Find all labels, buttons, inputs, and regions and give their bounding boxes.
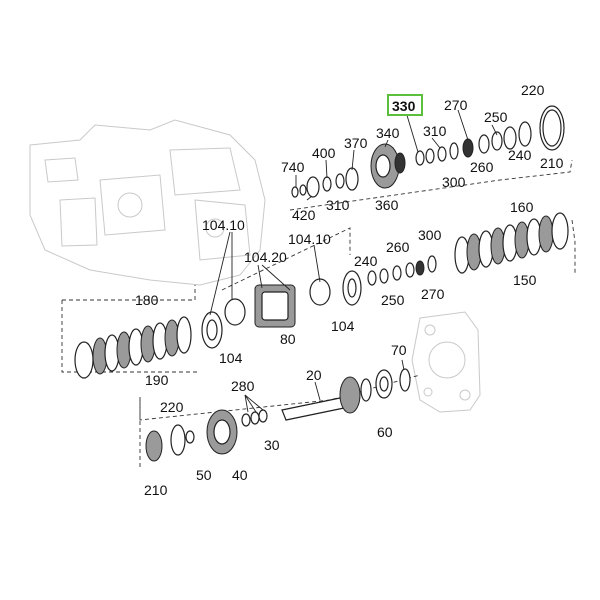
label-50[interactable]: 50: [196, 467, 212, 483]
label-190[interactable]: 190: [145, 372, 169, 388]
highlight-box: [387, 94, 423, 116]
middle-assembly: [201, 255, 437, 349]
label-220-bottom[interactable]: 220: [160, 399, 184, 415]
label-60[interactable]: 60: [377, 424, 393, 440]
top-assembly: [291, 105, 565, 198]
label-104-10-left[interactable]: 104.10: [202, 217, 245, 233]
leader-lines: [209, 109, 498, 413]
label-260-mid[interactable]: 260: [386, 239, 410, 255]
label-740[interactable]: 740: [281, 159, 305, 175]
label-250-top[interactable]: 250: [484, 109, 508, 125]
label-340[interactable]: 340: [376, 125, 400, 141]
label-104-right[interactable]: 104: [331, 318, 355, 334]
cover-plate-outline: [411, 311, 481, 413]
part-labels: 330 220 270 250 340 310 370 400 740 420 …: [135, 82, 564, 498]
label-240-mid[interactable]: 240: [354, 253, 378, 269]
label-30[interactable]: 30: [264, 437, 280, 453]
label-104-10-right[interactable]: 104.10: [288, 231, 331, 247]
label-330-highlighted[interactable]: 330: [392, 98, 416, 114]
label-80[interactable]: 80: [280, 331, 296, 347]
label-180[interactable]: 180: [135, 292, 159, 308]
label-310-top[interactable]: 310: [423, 123, 447, 139]
label-104-left[interactable]: 104: [219, 350, 243, 366]
label-210-top[interactable]: 210: [540, 155, 564, 171]
bottom-assembly: [145, 368, 411, 462]
label-400[interactable]: 400: [312, 145, 336, 161]
label-20[interactable]: 20: [306, 367, 322, 383]
label-210-bottom[interactable]: 210: [144, 482, 168, 498]
label-104-20[interactable]: 104.20: [244, 249, 287, 265]
label-310-mid[interactable]: 310: [326, 197, 350, 213]
clutch-pack-150-160: [454, 212, 569, 274]
label-270-top[interactable]: 270: [444, 97, 468, 113]
label-160[interactable]: 160: [510, 199, 534, 215]
group-boundaries: [61, 159, 576, 470]
label-70[interactable]: 70: [391, 342, 407, 358]
label-220-top[interactable]: 220: [521, 82, 545, 98]
label-370[interactable]: 370: [344, 135, 368, 151]
clutch-pack-180-190: [74, 316, 192, 379]
label-280[interactable]: 280: [231, 378, 255, 394]
label-300-mid[interactable]: 300: [418, 227, 442, 243]
label-250-mid[interactable]: 250: [381, 292, 405, 308]
housing-outline: [29, 119, 266, 286]
label-300-top[interactable]: 300: [442, 174, 466, 190]
label-360[interactable]: 360: [375, 197, 399, 213]
label-420[interactable]: 420: [292, 207, 316, 223]
label-40[interactable]: 40: [232, 467, 248, 483]
label-150[interactable]: 150: [513, 272, 537, 288]
label-240-top[interactable]: 240: [508, 147, 532, 163]
label-260-top[interactable]: 260: [470, 159, 494, 175]
label-270-mid[interactable]: 270: [421, 286, 445, 302]
